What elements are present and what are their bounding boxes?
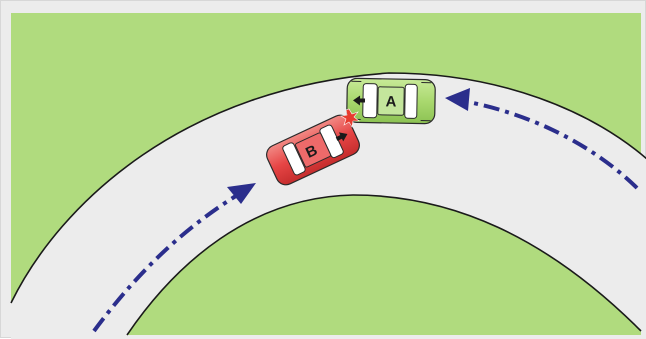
car-a-label: A: [385, 93, 396, 110]
car-a: A: [347, 78, 436, 124]
